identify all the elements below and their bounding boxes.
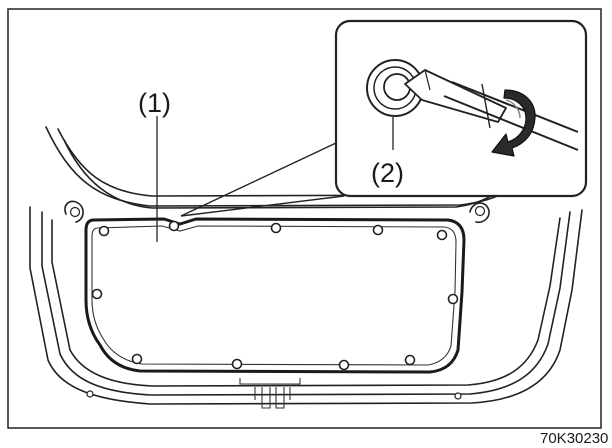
panel-callout-label: (1) <box>138 88 171 118</box>
left-hinge-stud <box>64 200 84 223</box>
rotation-arrow-icon <box>491 89 536 157</box>
right-hinge-stud <box>469 202 490 224</box>
clip-callout-label: (2) <box>371 158 404 188</box>
detail-inset <box>334 19 588 198</box>
figure-frame <box>7 8 602 429</box>
detail-wedge <box>180 142 345 217</box>
removal-tool <box>404 69 579 151</box>
panel-clips <box>91 220 459 371</box>
clip-detail <box>366 59 424 117</box>
figure-code-label: 70K30230 <box>540 430 608 447</box>
